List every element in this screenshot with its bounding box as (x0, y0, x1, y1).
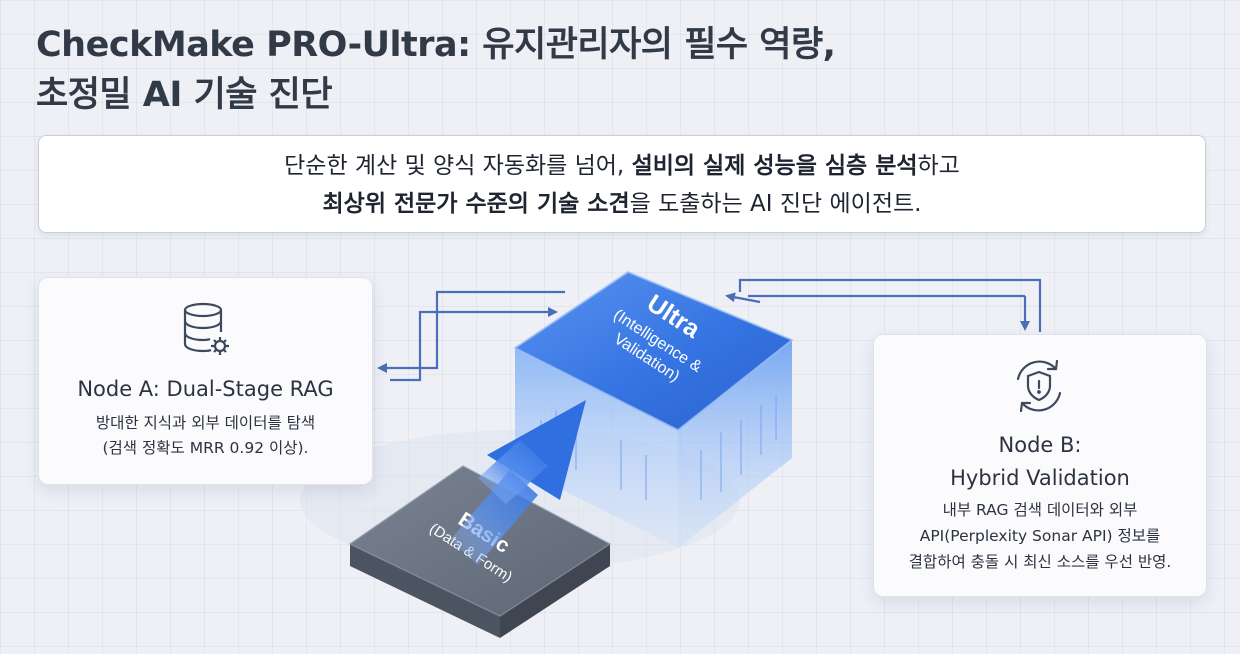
page-title-line-2: 초정밀 AI 기술 진단 (36, 75, 333, 115)
node-b-desc-line: API(Perplexity Sonar API) 정보를 (919, 527, 1161, 545)
summary-emphasis: 최상위 전문가 수준의 기술 소견 (322, 191, 630, 217)
node-b-title: Node B: Hybrid Validation (874, 429, 1206, 495)
node-a-desc-line: (검색 정확도 MRR 0.92 이상). (102, 439, 309, 457)
summary-text: 을 도출하는 AI 진단 에이전트. (629, 191, 922, 217)
page-title: CheckMake PRO-Ultra: 유지관리자의 필수 역량, 초정밀 A… (36, 20, 836, 120)
node-b-description: 내부 RAG 검색 데이터와 외부 API(Perplexity Sonar A… (874, 497, 1206, 575)
node-b-title-line: Hybrid Validation (950, 466, 1130, 490)
node-a-desc-line: 방대한 지식과 외부 데이터를 탐색 (95, 414, 316, 432)
upgrade-arrow-icon (450, 400, 586, 565)
node-b-desc-line: 결합하여 충돌 시 최신 소스를 우선 반영. (908, 553, 1172, 571)
node-a-title: Node A: Dual-Stage RAG (77, 377, 334, 401)
shield-refresh-icon (1008, 355, 1070, 422)
summary-emphasis: 설비의 실제 성능을 심층 분석 (631, 153, 918, 179)
page-title-line-1: CheckMake PRO-Ultra: 유지관리자의 필수 역량, (36, 25, 836, 65)
node-b-desc-line: 내부 RAG 검색 데이터와 외부 (942, 501, 1138, 519)
summary-line-2: 최상위 전문가 수준의 기술 소견을 도출하는 AI 진단 에이전트. (39, 185, 1205, 223)
database-gear-icon (181, 300, 231, 363)
node-b-title-line: Node B: (998, 433, 1082, 457)
summary-box: 단순한 계산 및 양식 자동화를 넘어, 설비의 실제 성능을 심층 분석하고 … (38, 135, 1206, 233)
node-a-card: Node A: Dual-Stage RAG 방대한 지식과 외부 데이터를 탐… (38, 277, 373, 485)
node-b-card: Node B: Hybrid Validation 내부 RAG 검색 데이터와… (873, 334, 1207, 597)
summary-line-1: 단순한 계산 및 양식 자동화를 넘어, 설비의 실제 성능을 심층 분석하고 (39, 147, 1205, 185)
connector-node-a-ultra (377, 290, 565, 382)
node-a-description: 방대한 지식과 외부 데이터를 탐색 (검색 정확도 MRR 0.92 이상). (39, 411, 372, 461)
summary-text: 단순한 계산 및 양식 자동화를 넘어, (284, 153, 632, 179)
connector-ultra-node-b (725, 278, 1042, 332)
summary-text: 하고 (917, 153, 960, 179)
ultra-block: Ultra (Intelligence & Validation) (513, 270, 794, 548)
